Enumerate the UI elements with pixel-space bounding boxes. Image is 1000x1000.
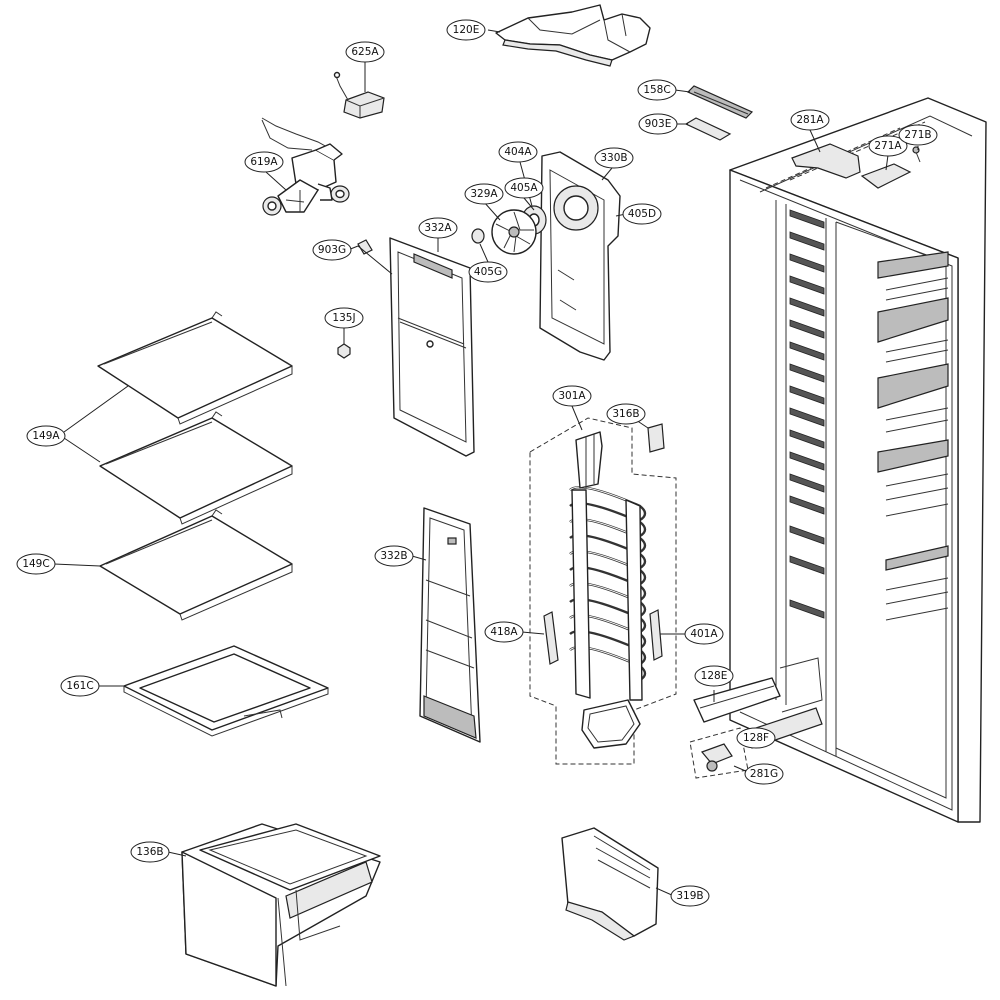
callout-301A: 301A (552, 385, 592, 407)
part-271A-bracket (860, 163, 912, 189)
callout-128F: 128F (736, 727, 776, 749)
svg-text:332B: 332B (380, 550, 407, 562)
cabinet-shelf-rails-right (877, 251, 949, 621)
callout-405G: 405G (468, 261, 508, 283)
svg-text:161C: 161C (66, 680, 93, 692)
callout-418A: 418A (484, 621, 524, 643)
svg-text:120E: 120E (453, 24, 480, 36)
part-128E-rail (693, 677, 781, 723)
svg-text:625A: 625A (351, 46, 379, 58)
callout-404A: 404A (498, 141, 538, 163)
svg-text:281G: 281G (750, 768, 778, 780)
callout-329A: 329A (464, 183, 504, 205)
callout-619A: 619A (244, 151, 284, 173)
svg-text:136B: 136B (136, 846, 163, 858)
part-401A-sensor (649, 609, 663, 661)
part-281A-bracket (791, 143, 861, 179)
svg-text:281A: 281A (796, 114, 824, 126)
callout-136B: 136B (130, 841, 170, 863)
svg-text:330B: 330B (600, 152, 627, 164)
svg-text:332A: 332A (424, 222, 452, 234)
refrigerator-cabinet (689, 97, 987, 823)
svg-text:401A: 401A (690, 628, 718, 640)
callout-625A: 625A (345, 41, 385, 63)
svg-text:316B: 316B (612, 408, 639, 420)
callout-332A: 332A (418, 217, 458, 239)
callout-281G: 281G (744, 763, 784, 785)
callout-281A: 281A (790, 109, 830, 131)
callout-405A: 405A (504, 177, 544, 199)
part-120E-duct-cover (495, 4, 651, 67)
part-625A-control-module (333, 71, 385, 119)
callout-332B: 332B (374, 545, 414, 567)
svg-text:405D: 405D (628, 208, 656, 220)
part-136B-crisper-drawer (181, 823, 381, 987)
part-161C-shelf-frame (123, 645, 329, 737)
cabinet-shelf-rails-left (789, 209, 825, 619)
callout-330B: 330B (594, 147, 634, 169)
svg-text:149A: 149A (32, 430, 60, 442)
part-135J-nut (337, 343, 351, 359)
svg-text:619A: 619A (250, 156, 278, 168)
svg-text:158C: 158C (643, 84, 670, 96)
callout-135J: 135J (324, 307, 364, 329)
callout-903E: 903E (638, 113, 678, 135)
svg-text:329A: 329A (470, 188, 498, 200)
callout-405D: 405D (622, 203, 662, 225)
svg-text:301A: 301A (558, 390, 586, 402)
part-316B-pad (647, 423, 665, 453)
part-332B-rear-panel (419, 507, 481, 743)
callout-401A: 401A (684, 623, 724, 645)
part-330B-fan-housing (539, 151, 621, 361)
svg-text:418A: 418A (490, 626, 518, 638)
part-301A-evaporator (529, 417, 677, 765)
svg-text:319B: 319B (676, 890, 703, 902)
svg-text:903G: 903G (318, 244, 346, 256)
callout-271B: 271B (898, 124, 938, 146)
svg-text:405G: 405G (474, 266, 502, 278)
callout-158C: 158C (637, 79, 677, 101)
callout-149A: 149A (26, 425, 66, 447)
svg-text:903E: 903E (645, 118, 672, 130)
callout-271A: 271A (868, 135, 908, 157)
svg-text:404A: 404A (504, 146, 532, 158)
part-903G-clip (357, 239, 373, 255)
svg-text:405A: 405A (510, 182, 538, 194)
callout-903G: 903G (312, 239, 352, 261)
part-332A-evaporator-cover (389, 237, 475, 457)
svg-text:271A: 271A (874, 140, 902, 152)
callout-319B: 319B (670, 885, 710, 907)
part-418A-heater (543, 611, 559, 665)
svg-text:128F: 128F (743, 732, 769, 744)
part-619A-water-valve (261, 117, 350, 216)
part-405G-grommet (471, 228, 485, 244)
callout-149C: 149C (16, 553, 56, 575)
callout-120E: 120E (446, 19, 486, 41)
part-149A-glass-shelf-1 (97, 311, 293, 425)
part-329A-fan-blade (491, 209, 537, 255)
part-903E-pad (684, 117, 732, 141)
part-271B-screw (912, 146, 921, 163)
svg-text:135J: 135J (332, 312, 355, 324)
callout-128E: 128E (694, 665, 734, 687)
svg-text:149C: 149C (22, 558, 49, 570)
part-319B-duct (561, 827, 659, 941)
svg-text:128E: 128E (701, 670, 728, 682)
svg-text:271B: 271B (904, 129, 931, 141)
part-149A-glass-shelf-2 (99, 411, 293, 525)
leader-lines (53, 29, 919, 897)
part-281G-hinge (689, 727, 749, 779)
part-158C-bar (686, 85, 754, 119)
part-149C-glass-shelf (99, 509, 293, 621)
callout-161C: 161C (60, 675, 100, 697)
callout-316B: 316B (606, 403, 646, 425)
